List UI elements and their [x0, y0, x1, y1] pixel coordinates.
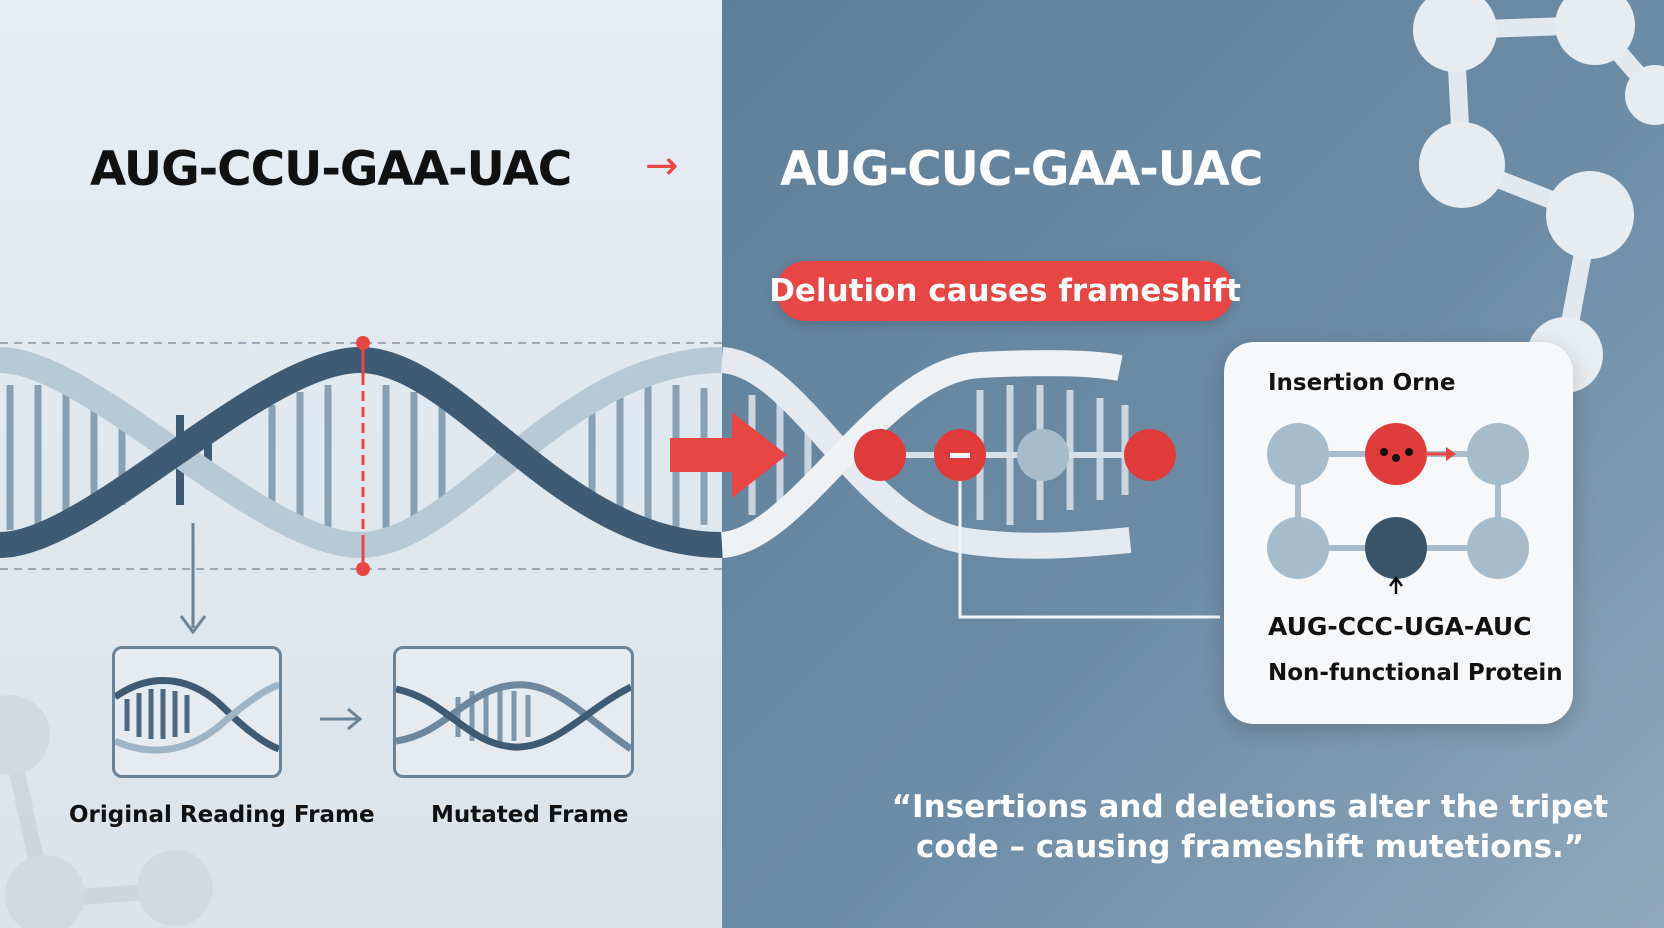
frameshift-callout: Delution causes frameshift [769, 261, 1241, 321]
summary-quote: “Insertions and deletions alter the trip… [891, 789, 1609, 865]
insertion-card-sequence: AUG-CCC-UGA-AUC [1268, 612, 1532, 641]
mutated-frame-label: Mutated Frame [431, 802, 629, 828]
frameshift-callout-text: Delution causes frameshift [769, 273, 1241, 309]
mutated-frame-helix-icon [396, 681, 631, 752]
mutated-sequence: AUG-CUC-GAA-UAC [780, 142, 1263, 197]
mutated-frame-thumbnail [393, 646, 634, 778]
frames-arrow-icon [347, 707, 363, 731]
insertion-card: Insertion Orne AUG-CCC-UGA- [1224, 342, 1573, 724]
original-frame-thumbnail [112, 646, 282, 778]
connector-line [958, 481, 1220, 619]
deletion-marker [356, 336, 370, 576]
original-sequence: AUG-CCU-GAA-UAC [90, 142, 572, 197]
sequence-arrow-icon: → [645, 143, 679, 189]
molecule-decoration-top-right [1413, 0, 1664, 393]
original-frame-helix-icon [115, 676, 279, 754]
insertion-molecule-graph [1267, 423, 1529, 594]
insertion-card-title: Insertion Orne [1268, 370, 1456, 396]
molecule-decoration-bottom-left [0, 695, 213, 928]
dna-helix-mutated [720, 347, 1132, 559]
down-arrow-head [179, 615, 207, 635]
original-frame-label: Original Reading Frame [69, 802, 375, 828]
insertion-card-result: Non-functional Protein [1268, 660, 1563, 686]
mutation-arrow-icon [670, 412, 787, 498]
nucleotide-beads [854, 429, 1176, 481]
dna-helix-original [0, 346, 723, 559]
